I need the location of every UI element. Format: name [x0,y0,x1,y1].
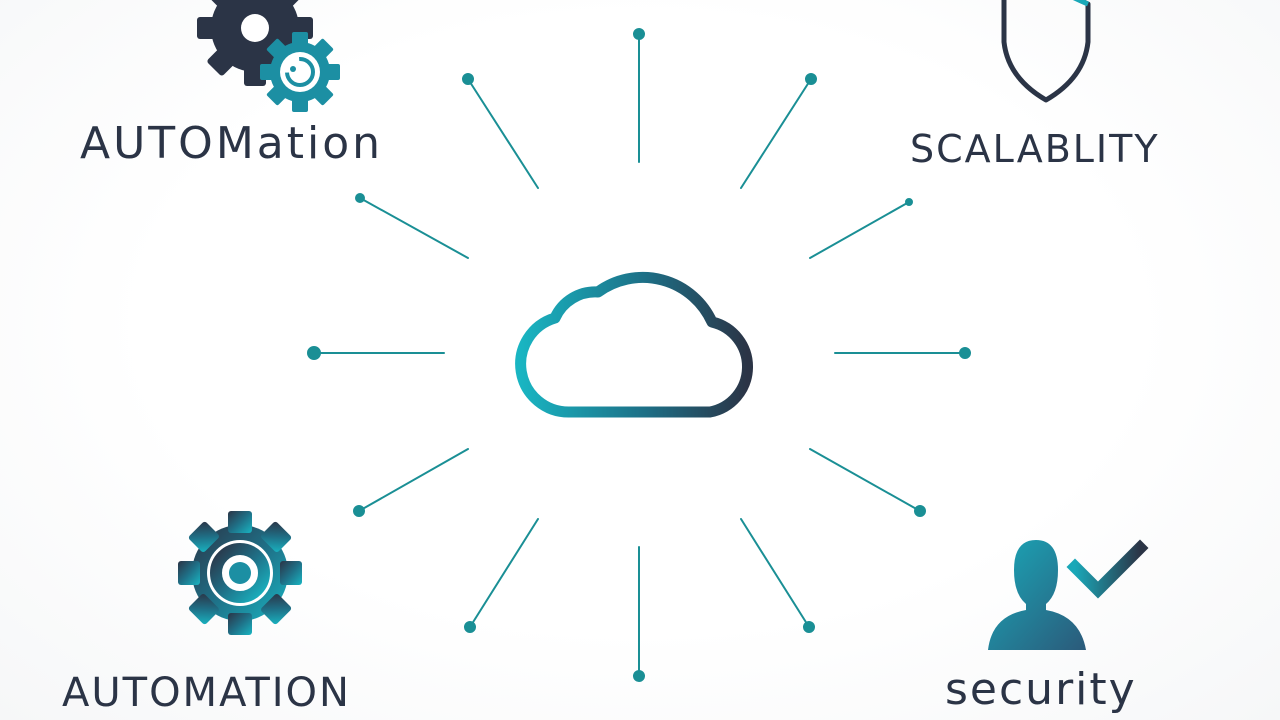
connector-upper-right [809,198,913,259]
connector-top-left [462,73,539,189]
connector-bottom-left [464,518,539,633]
cloud-icon [515,271,753,418]
user-check-icon [988,539,1149,650]
gear-icon [178,511,302,635]
connector-top [633,28,645,163]
label-automation-bottom: AUTOMATION [62,670,351,716]
connector-lower-right [809,448,926,517]
connector-upper-left [355,193,469,259]
connector-lines [307,28,971,682]
connector-top-right [740,73,817,189]
connector-left [307,346,445,360]
label-security: security [945,664,1137,715]
label-scalability: SCALABLITY [910,127,1160,171]
connector-lower-left [353,448,469,517]
shield-icon [1001,0,1091,103]
connector-bottom-right [740,518,815,633]
label-automation-top: AUTOMation [80,118,384,169]
connector-right [834,347,971,359]
gears-icon [197,0,340,112]
connector-bottom [633,546,645,682]
